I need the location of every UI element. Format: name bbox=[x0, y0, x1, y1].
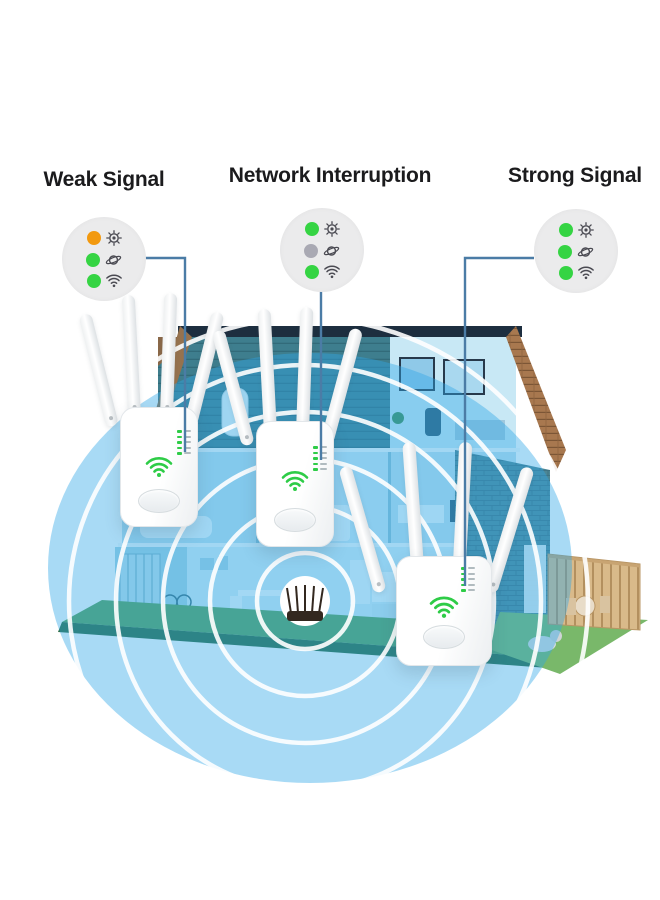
power-led bbox=[304, 222, 319, 236]
dining-chair bbox=[286, 596, 298, 614]
antenna bbox=[160, 292, 178, 416]
badge-row bbox=[86, 274, 122, 288]
wps-button[interactable] bbox=[274, 508, 316, 532]
antenna bbox=[121, 294, 141, 416]
garage-door bbox=[119, 553, 161, 617]
router-antennas bbox=[286, 585, 324, 614]
wifi-led bbox=[304, 265, 319, 279]
antenna bbox=[257, 308, 277, 434]
gear-icon bbox=[105, 230, 122, 246]
wifi-led bbox=[86, 274, 101, 288]
badge-row bbox=[558, 222, 594, 238]
badge-row bbox=[86, 252, 122, 268]
wall-frame bbox=[218, 556, 228, 570]
repeater-interruption bbox=[211, 306, 368, 547]
wps-button[interactable] bbox=[423, 625, 465, 649]
patio-chair bbox=[566, 598, 576, 615]
label-strong-signal: Strong Signal bbox=[508, 164, 642, 187]
wifi-icon bbox=[323, 265, 340, 279]
planet-icon bbox=[577, 247, 594, 257]
wifi-icon bbox=[577, 266, 594, 280]
patio-chair bbox=[600, 596, 610, 613]
badge-row bbox=[304, 265, 340, 279]
status-lights bbox=[313, 446, 327, 471]
router-body bbox=[287, 611, 323, 621]
badge-network-interruption bbox=[280, 208, 364, 292]
badge-row bbox=[558, 266, 594, 280]
skylight-window bbox=[443, 359, 485, 395]
repeater-body bbox=[396, 556, 492, 666]
badge-row bbox=[304, 243, 340, 259]
wifi-logo bbox=[429, 596, 459, 618]
dining-chair bbox=[230, 596, 242, 614]
garage-door-slats bbox=[127, 554, 153, 616]
router-disc bbox=[280, 576, 330, 626]
badge-weak-signal bbox=[62, 217, 146, 301]
status-lights bbox=[461, 567, 475, 592]
power-led bbox=[558, 223, 573, 237]
repeater-strong bbox=[338, 418, 535, 668]
signal-ring bbox=[254, 550, 356, 652]
skylight-window bbox=[399, 357, 435, 391]
dog-head bbox=[550, 630, 562, 642]
label-network-interruption: Network Interruption bbox=[228, 164, 432, 187]
wifi-logo bbox=[145, 457, 173, 477]
patio-table bbox=[574, 595, 596, 617]
gear-icon bbox=[577, 222, 594, 238]
label-weak-signal: Weak Signal bbox=[43, 168, 165, 191]
wifi-icon bbox=[105, 274, 122, 288]
fence bbox=[547, 553, 641, 631]
power-led bbox=[86, 231, 101, 245]
wifi-led bbox=[558, 266, 573, 280]
planet-icon bbox=[105, 255, 122, 265]
badge-strong-signal bbox=[534, 209, 618, 293]
bicycle bbox=[162, 594, 178, 610]
planet-icon bbox=[323, 246, 340, 256]
repeater-weak bbox=[78, 292, 232, 529]
status-lights bbox=[177, 430, 191, 455]
dog bbox=[528, 636, 556, 652]
bicycle bbox=[176, 594, 192, 610]
fence-rail bbox=[547, 554, 641, 568]
badge-row bbox=[558, 244, 594, 260]
wps-button[interactable] bbox=[138, 489, 180, 513]
wall-frame bbox=[200, 558, 214, 570]
gear-icon bbox=[323, 221, 340, 237]
router-spot bbox=[280, 576, 330, 626]
repeater-body bbox=[256, 421, 334, 547]
badge-row bbox=[304, 221, 340, 237]
internet-led bbox=[304, 244, 318, 258]
wifi-logo bbox=[281, 471, 309, 491]
antenna bbox=[78, 312, 119, 428]
dining-table bbox=[238, 590, 284, 596]
repeater-body bbox=[120, 407, 198, 527]
internet-led bbox=[558, 245, 572, 259]
antenna bbox=[296, 306, 314, 434]
garage bbox=[115, 547, 187, 625]
internet-led bbox=[86, 253, 100, 267]
badge-row bbox=[86, 230, 122, 246]
